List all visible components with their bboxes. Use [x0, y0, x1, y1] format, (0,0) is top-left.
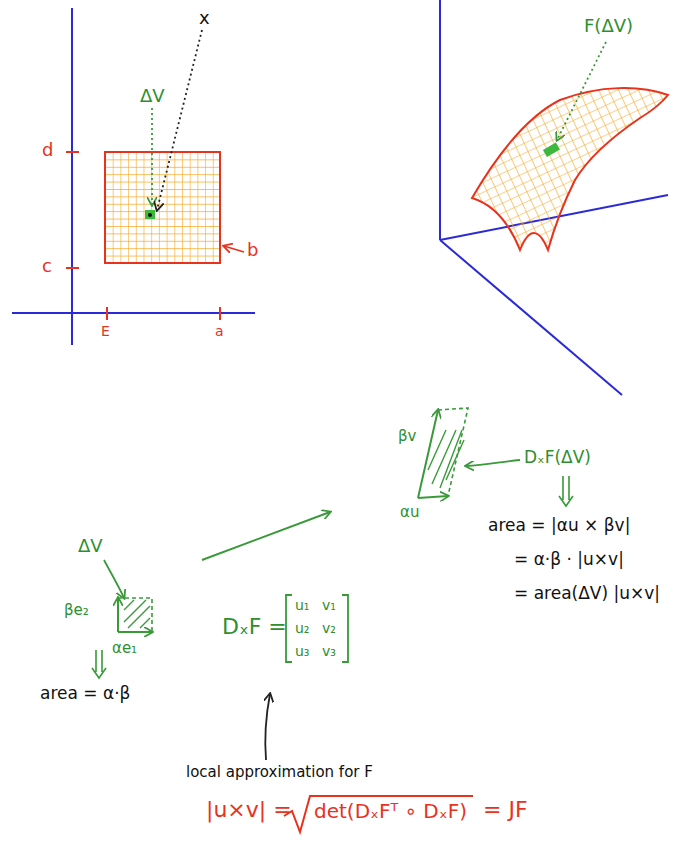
- vector-label: βv: [398, 428, 416, 445]
- matrix-entry: u₃: [295, 643, 310, 659]
- region-label: ΔV: [140, 86, 165, 107]
- note: local approximation for F: [186, 764, 373, 781]
- matrix-entry: v₁: [322, 597, 336, 613]
- point-label: x: [199, 8, 210, 29]
- matrix-entry: u₂: [295, 620, 310, 636]
- jacobian-formula: = JF: [483, 797, 528, 822]
- jacobian-formula: |u×v| =: [206, 797, 292, 822]
- matrix-label: DₓF =: [222, 614, 287, 639]
- matrix-entry: v₃: [322, 643, 336, 659]
- axis-tick-label: a: [215, 323, 224, 339]
- matrix-entry: u₁: [295, 597, 310, 613]
- region-label: b: [247, 240, 258, 261]
- image-label: DₓF(ΔV): [524, 448, 591, 468]
- area-formula: area = α·β: [40, 684, 130, 704]
- area-formula: = α·β · |u×v|: [514, 550, 624, 570]
- jacobian-formula: det(DₓFᵀ ∘ DₓF): [314, 800, 467, 823]
- vector-label: βe₂: [64, 602, 89, 619]
- vector-label: αe₁: [112, 640, 137, 657]
- image-label: F(ΔV): [584, 16, 633, 37]
- area-formula: area = |αu × βv|: [488, 516, 630, 536]
- axis-tick-label: c: [42, 256, 52, 277]
- area-formula: = area(ΔV) |u×v|: [514, 584, 660, 604]
- matrix-entry: v₂: [322, 620, 336, 636]
- axis-tick-label: E: [101, 323, 110, 339]
- vector-label: αu: [400, 504, 419, 521]
- region-label: ΔV: [78, 536, 103, 557]
- axis-tick-label: d: [42, 140, 53, 161]
